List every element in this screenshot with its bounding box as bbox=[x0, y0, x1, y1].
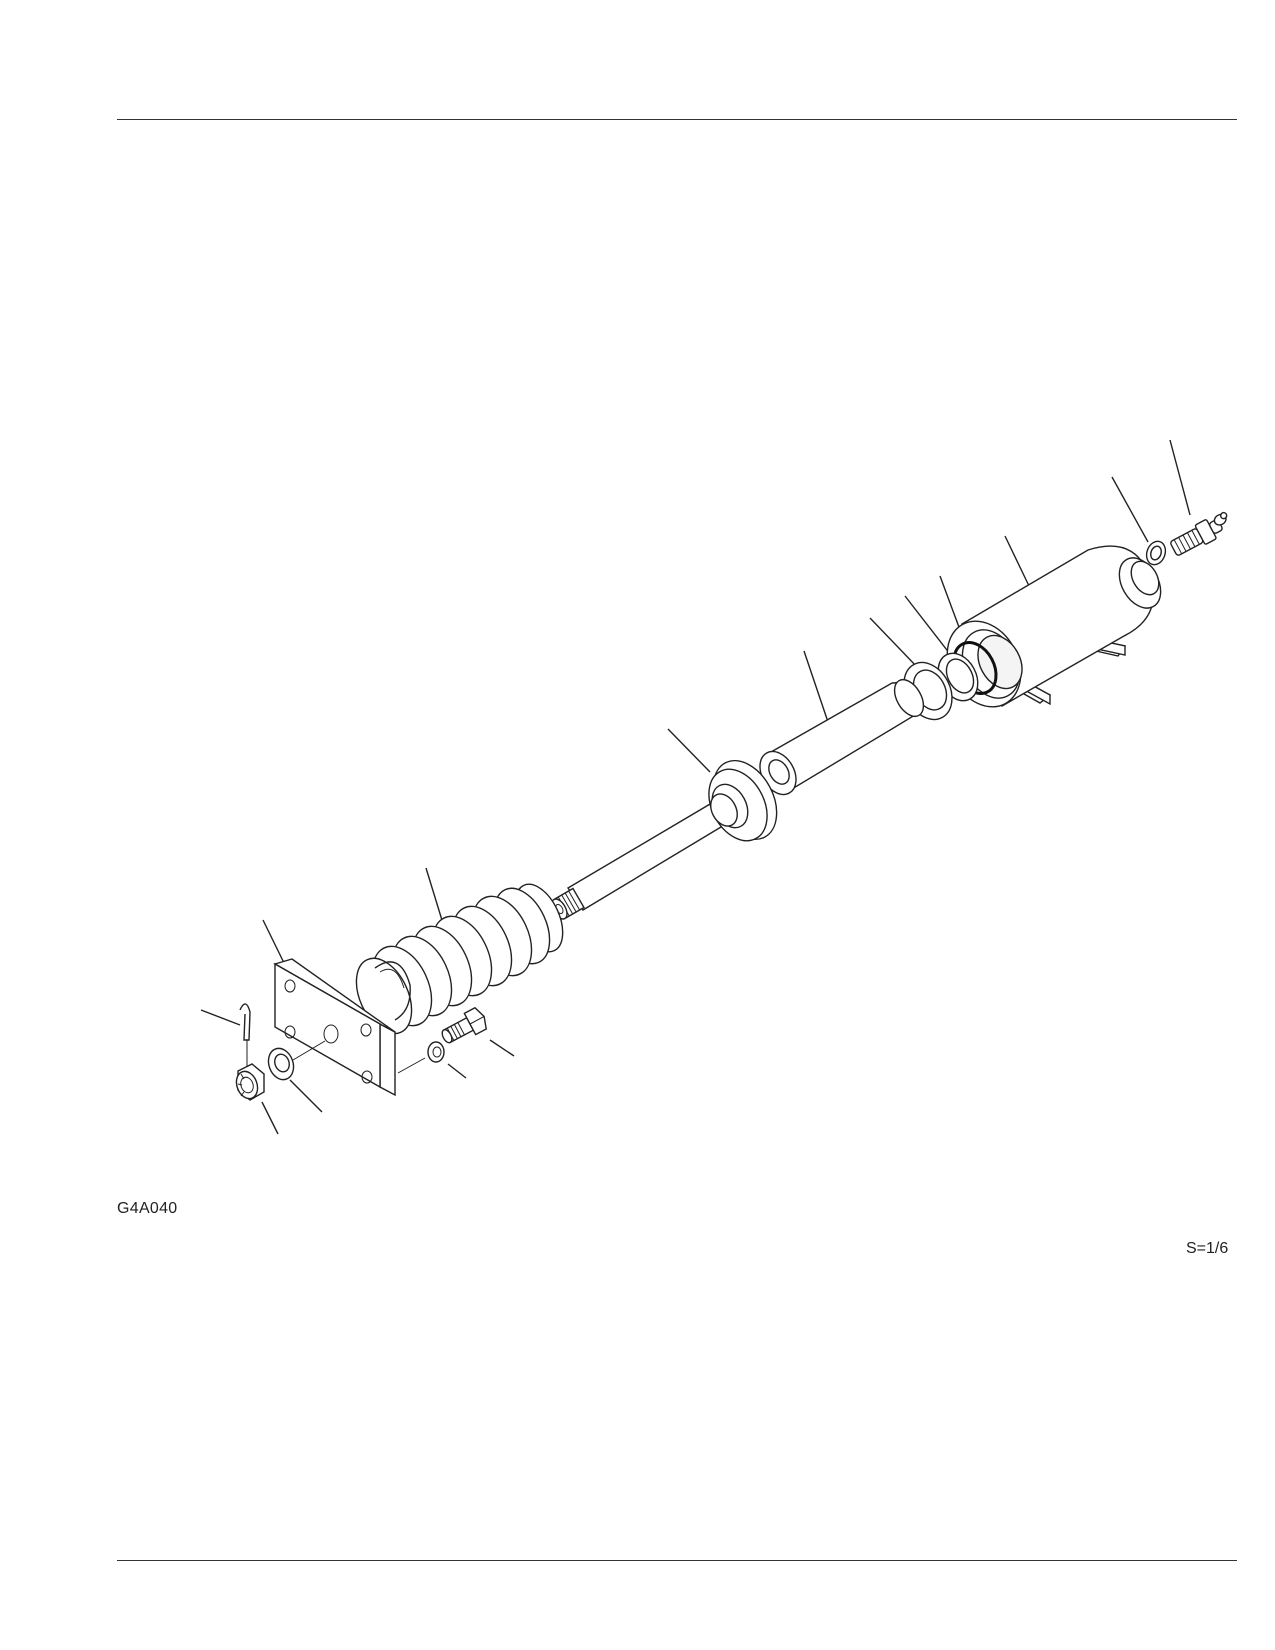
cotter-pin bbox=[240, 1004, 250, 1072]
bolt bbox=[438, 1006, 490, 1049]
leader-castle-nut bbox=[262, 1102, 278, 1134]
leader-washer bbox=[290, 1080, 322, 1112]
leader-lock-washer bbox=[448, 1064, 466, 1078]
leader-yoke-plate bbox=[263, 920, 285, 965]
lock-washer bbox=[398, 1042, 444, 1073]
washer bbox=[264, 1041, 325, 1083]
recoil-spring bbox=[345, 877, 572, 1042]
leader-cotter-pin bbox=[201, 1010, 240, 1025]
leader-piston-sleeve bbox=[804, 651, 828, 722]
leader-packing bbox=[905, 596, 950, 654]
leader-gasket bbox=[1112, 477, 1148, 542]
yoke-plate bbox=[275, 959, 395, 1095]
piston-rod bbox=[549, 750, 790, 922]
header-rule bbox=[117, 119, 1237, 120]
castle-nut bbox=[233, 1064, 264, 1102]
piston-sleeve bbox=[753, 675, 930, 801]
scale-label: S=1/6 bbox=[1186, 1240, 1229, 1257]
leader-guide-ring bbox=[870, 618, 918, 668]
leader-bolt bbox=[490, 1040, 514, 1056]
leader-tension-cylinder bbox=[1005, 536, 1030, 588]
leader-grease-fitting bbox=[1170, 440, 1190, 515]
grease-fitting bbox=[1168, 510, 1234, 559]
figure-code: G4A040 bbox=[117, 1200, 178, 1217]
gasket bbox=[1143, 539, 1168, 568]
footer-rule bbox=[117, 1560, 1237, 1561]
leader-piston-rod bbox=[668, 729, 710, 772]
